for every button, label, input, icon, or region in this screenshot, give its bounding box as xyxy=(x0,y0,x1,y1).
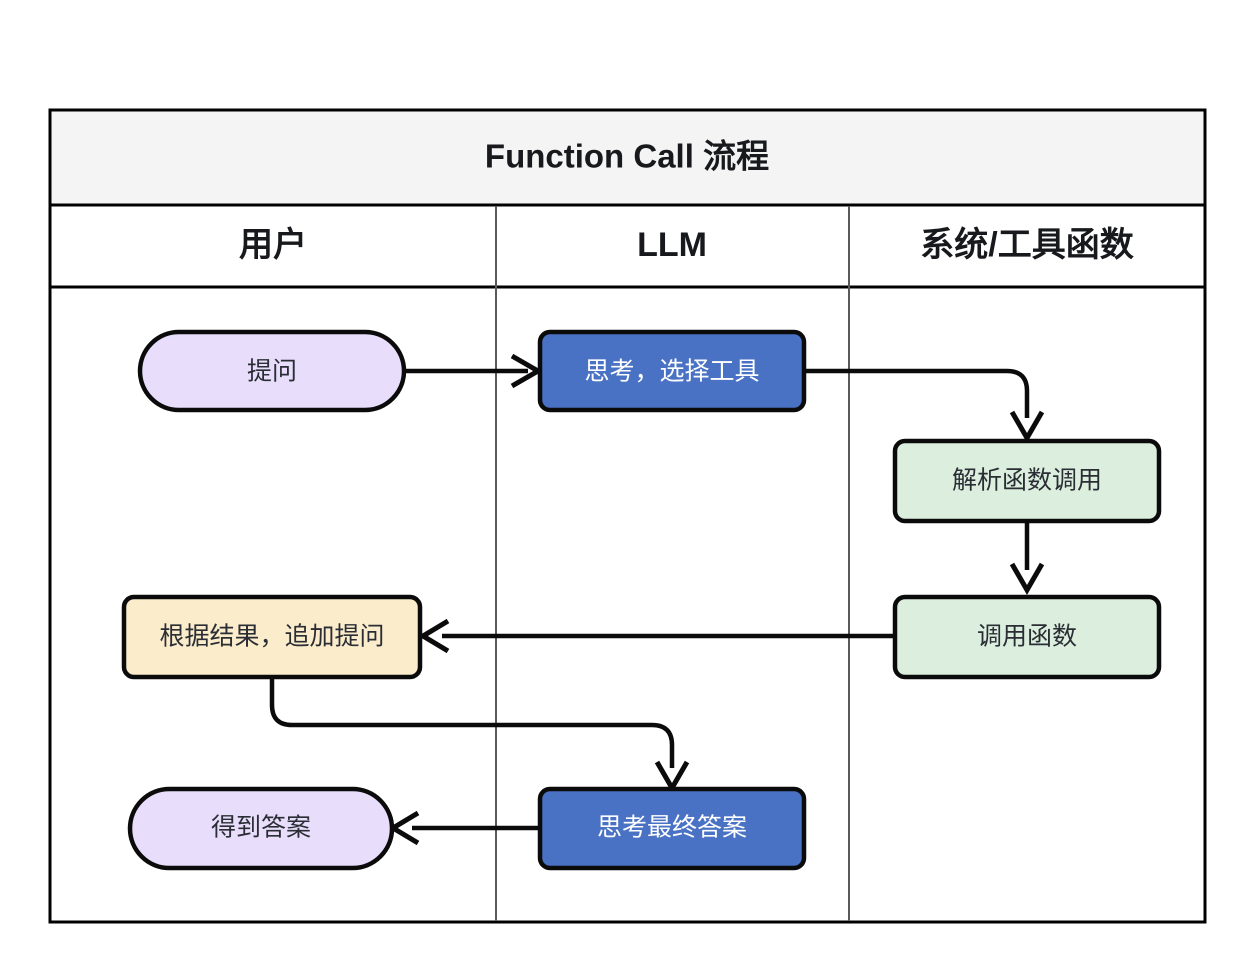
edge-think-tool-to-parse-call xyxy=(803,368,1045,444)
node-ask-shape[interactable] xyxy=(137,329,407,413)
node-invoke-fn-label: 调用函数 xyxy=(977,623,1077,651)
node-final-think-label: 思考最终答案 xyxy=(597,814,747,842)
diagram-frame xyxy=(48,108,1207,924)
title-band xyxy=(50,110,1205,205)
node-parse-call-shape[interactable] xyxy=(892,438,1162,524)
node-think-tool-label: 思考，选择工具 xyxy=(584,358,759,386)
node-follow-up[interactable]: 根据结果，追加提问 xyxy=(121,594,423,680)
edge-follow-up-to-final-think xyxy=(269,677,690,794)
node-ask[interactable]: 提问 xyxy=(137,329,407,413)
node-invoke-fn-shape[interactable] xyxy=(892,594,1162,680)
lane-header-llm: LLM xyxy=(637,226,707,264)
node-parse-call-label: 解析函数调用 xyxy=(952,467,1102,495)
edge-ask-to-think-tool xyxy=(405,353,544,389)
node-think-tool[interactable]: 思考，选择工具 xyxy=(537,329,807,413)
node-final-think[interactable]: 思考最终答案 xyxy=(537,786,807,871)
node-follow-up-shape[interactable] xyxy=(121,594,423,680)
edge-final-think-to-answer xyxy=(388,810,539,846)
node-parse-call[interactable]: 解析函数调用 xyxy=(892,438,1162,524)
node-follow-up-label: 根据结果，追加提问 xyxy=(159,623,384,651)
node-think-tool-shape[interactable] xyxy=(537,329,807,413)
node-answer-shape[interactable] xyxy=(127,786,395,871)
edge-parse-call-to-invoke-fn xyxy=(1009,521,1045,596)
node-answer-label: 得到答案 xyxy=(211,814,311,842)
node-ask-label: 提问 xyxy=(247,358,297,386)
node-answer[interactable]: 得到答案 xyxy=(127,786,395,871)
diagram-title: Function Call 流程 xyxy=(485,138,769,175)
edge-invoke-fn-to-follow-up xyxy=(418,618,894,654)
lane-header-system: 系统/工具函数 xyxy=(920,226,1133,264)
node-invoke-fn[interactable]: 调用函数 xyxy=(892,594,1162,680)
lane-header-user: 用户 xyxy=(239,226,307,264)
node-final-think-shape[interactable] xyxy=(537,786,807,871)
